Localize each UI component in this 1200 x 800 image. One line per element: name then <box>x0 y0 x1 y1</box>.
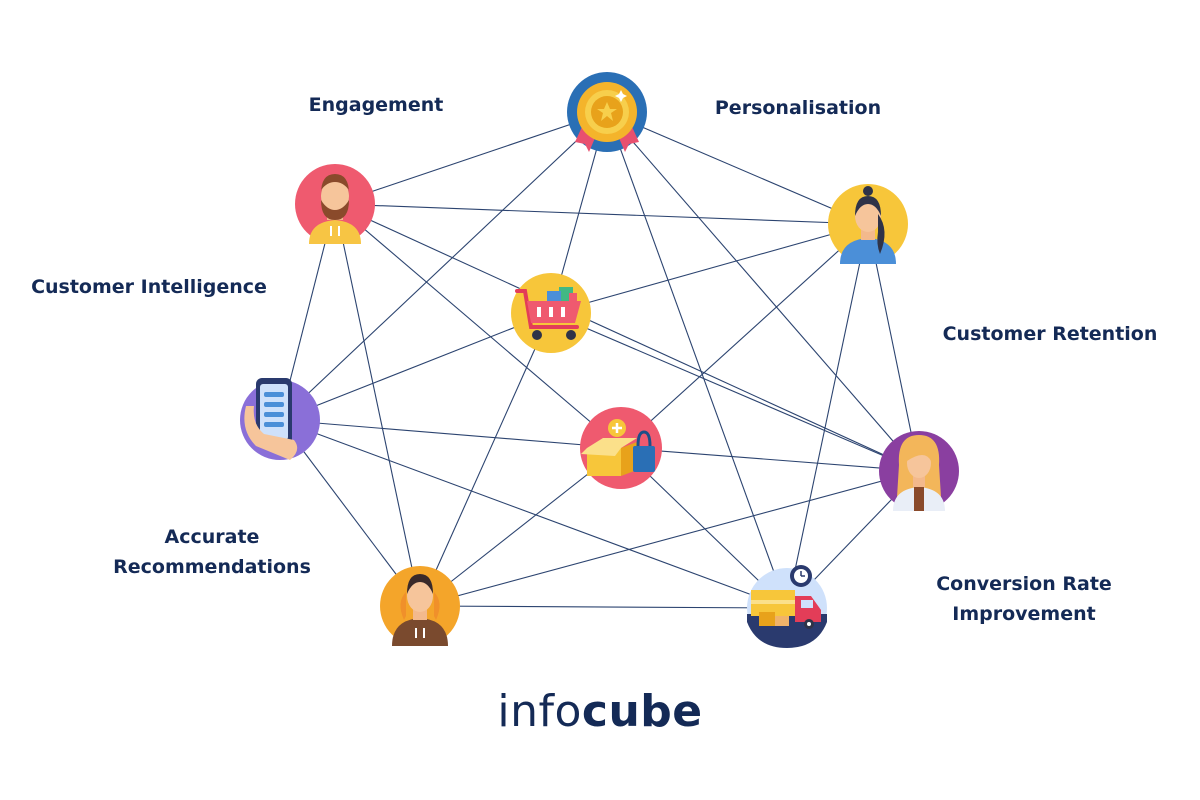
edge-woman-ponytail-woman-blonde <box>867 223 920 472</box>
edge-woman-blonde-man-orange <box>419 470 920 607</box>
woman-ponytail-avatar-icon <box>828 184 908 264</box>
edge-phone-delivery <box>279 419 788 609</box>
edge-medal-delivery <box>606 111 788 609</box>
edge-woman-ponytail-cart <box>550 223 869 314</box>
edge-medal-man-beard <box>334 111 608 205</box>
label-customer-intelligence: Customer Intelligence <box>31 272 267 302</box>
box-and-bag-icon <box>580 407 662 489</box>
blonde-woman-avatar-icon <box>879 431 959 511</box>
edge-man-beard-woman-blonde <box>334 203 920 472</box>
edge-group <box>279 111 920 609</box>
label-text: Customer Intelligence <box>31 276 267 298</box>
shopping-cart-icon <box>511 273 591 353</box>
bearded-man-avatar-icon <box>295 164 375 244</box>
label-customer-retention: Customer Retention <box>943 319 1158 349</box>
phone-in-hand-icon <box>240 378 320 460</box>
logo-light-part: info <box>497 686 582 737</box>
edge-man-beard-box-bag <box>334 203 622 449</box>
edge-woman-ponytail-box-bag <box>620 223 869 449</box>
edge-woman-ponytail-delivery <box>786 223 869 609</box>
edge-medal-woman-ponytail <box>606 111 869 225</box>
label-line-2: Improvement <box>952 603 1096 625</box>
label-line-1: Accurate <box>164 526 260 548</box>
label-line-1: Conversion Rate <box>936 573 1112 595</box>
edge-cart-woman-blonde <box>550 312 920 472</box>
label-accurate-recommendations: Accurate Recommendations <box>113 522 311 582</box>
edge-cart-phone <box>279 312 552 421</box>
label-conversion-rate-improvement: Conversion Rate Improvement <box>936 569 1112 629</box>
infocube-logo: infocube <box>0 686 1200 737</box>
medal-icon <box>567 72 647 152</box>
edge-man-beard-woman-ponytail <box>334 203 869 225</box>
label-text: Personalisation <box>714 97 882 119</box>
edge-medal-phone <box>279 111 608 421</box>
label-text: Customer Retention <box>942 323 1158 345</box>
label-personalisation: Personalisation <box>715 93 881 123</box>
node-group <box>240 72 959 648</box>
logo-bold-part: cube <box>581 686 703 737</box>
man-orange-hoodie-avatar-icon <box>380 566 460 646</box>
label-text: Engagement <box>308 94 444 116</box>
edge-man-beard-man-orange <box>334 203 421 607</box>
edge-man-orange-delivery <box>419 605 788 609</box>
label-line-2: Recommendations <box>113 556 311 578</box>
edge-box-bag-woman-blonde <box>620 447 920 472</box>
edge-cart-man-orange <box>419 312 552 607</box>
edge-phone-box-bag <box>279 419 622 449</box>
delivery-truck-icon <box>747 565 827 648</box>
label-engagement: Engagement <box>309 90 444 120</box>
edge-medal-woman-blonde <box>606 111 920 472</box>
